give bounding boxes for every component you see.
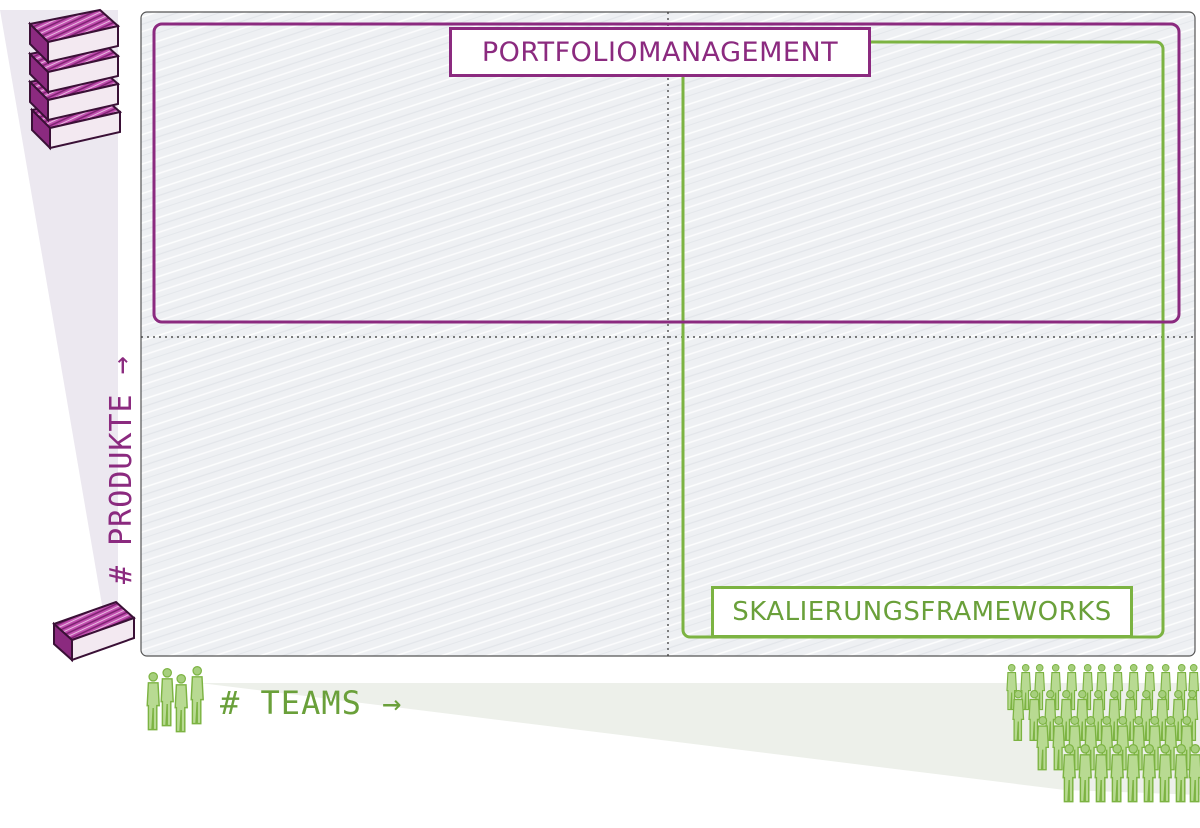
person-figure [1052,716,1066,771]
person-figure [1110,744,1124,803]
person-figure [146,672,160,731]
person-figure [1036,716,1050,771]
person-figure [1174,744,1188,803]
person-figure [190,666,204,725]
small-team-icon [146,666,204,733]
book-stack-icon [27,8,123,151]
y-axis-label: # PRODUKTE → [104,355,139,584]
person-figure [1020,664,1032,711]
single-book-icon [52,600,136,663]
person-figure [1126,744,1140,803]
person-figure [1012,690,1025,742]
person-figure [1094,744,1108,803]
portfolio-management-region [152,22,1181,324]
person-figure [1142,744,1156,803]
person-figure [160,668,174,727]
teams-axis-wedge [200,683,1200,795]
person-figure [1078,744,1092,803]
person-figure [1062,744,1076,803]
person-figure [1158,744,1172,803]
person-figure [174,674,188,733]
person-figure [1028,690,1041,742]
products-axis-wedge [0,10,118,640]
x-axis-label: # TEAMS → [220,684,403,722]
person-figure [1188,744,1200,803]
scaling-frameworks-label: SKALIERUNGSFRAMEWORKS [711,586,1133,638]
large-crowd-icon [1006,664,1200,803]
portfolio-management-label: PORTFOLIOMANAGEMENT [449,27,871,77]
